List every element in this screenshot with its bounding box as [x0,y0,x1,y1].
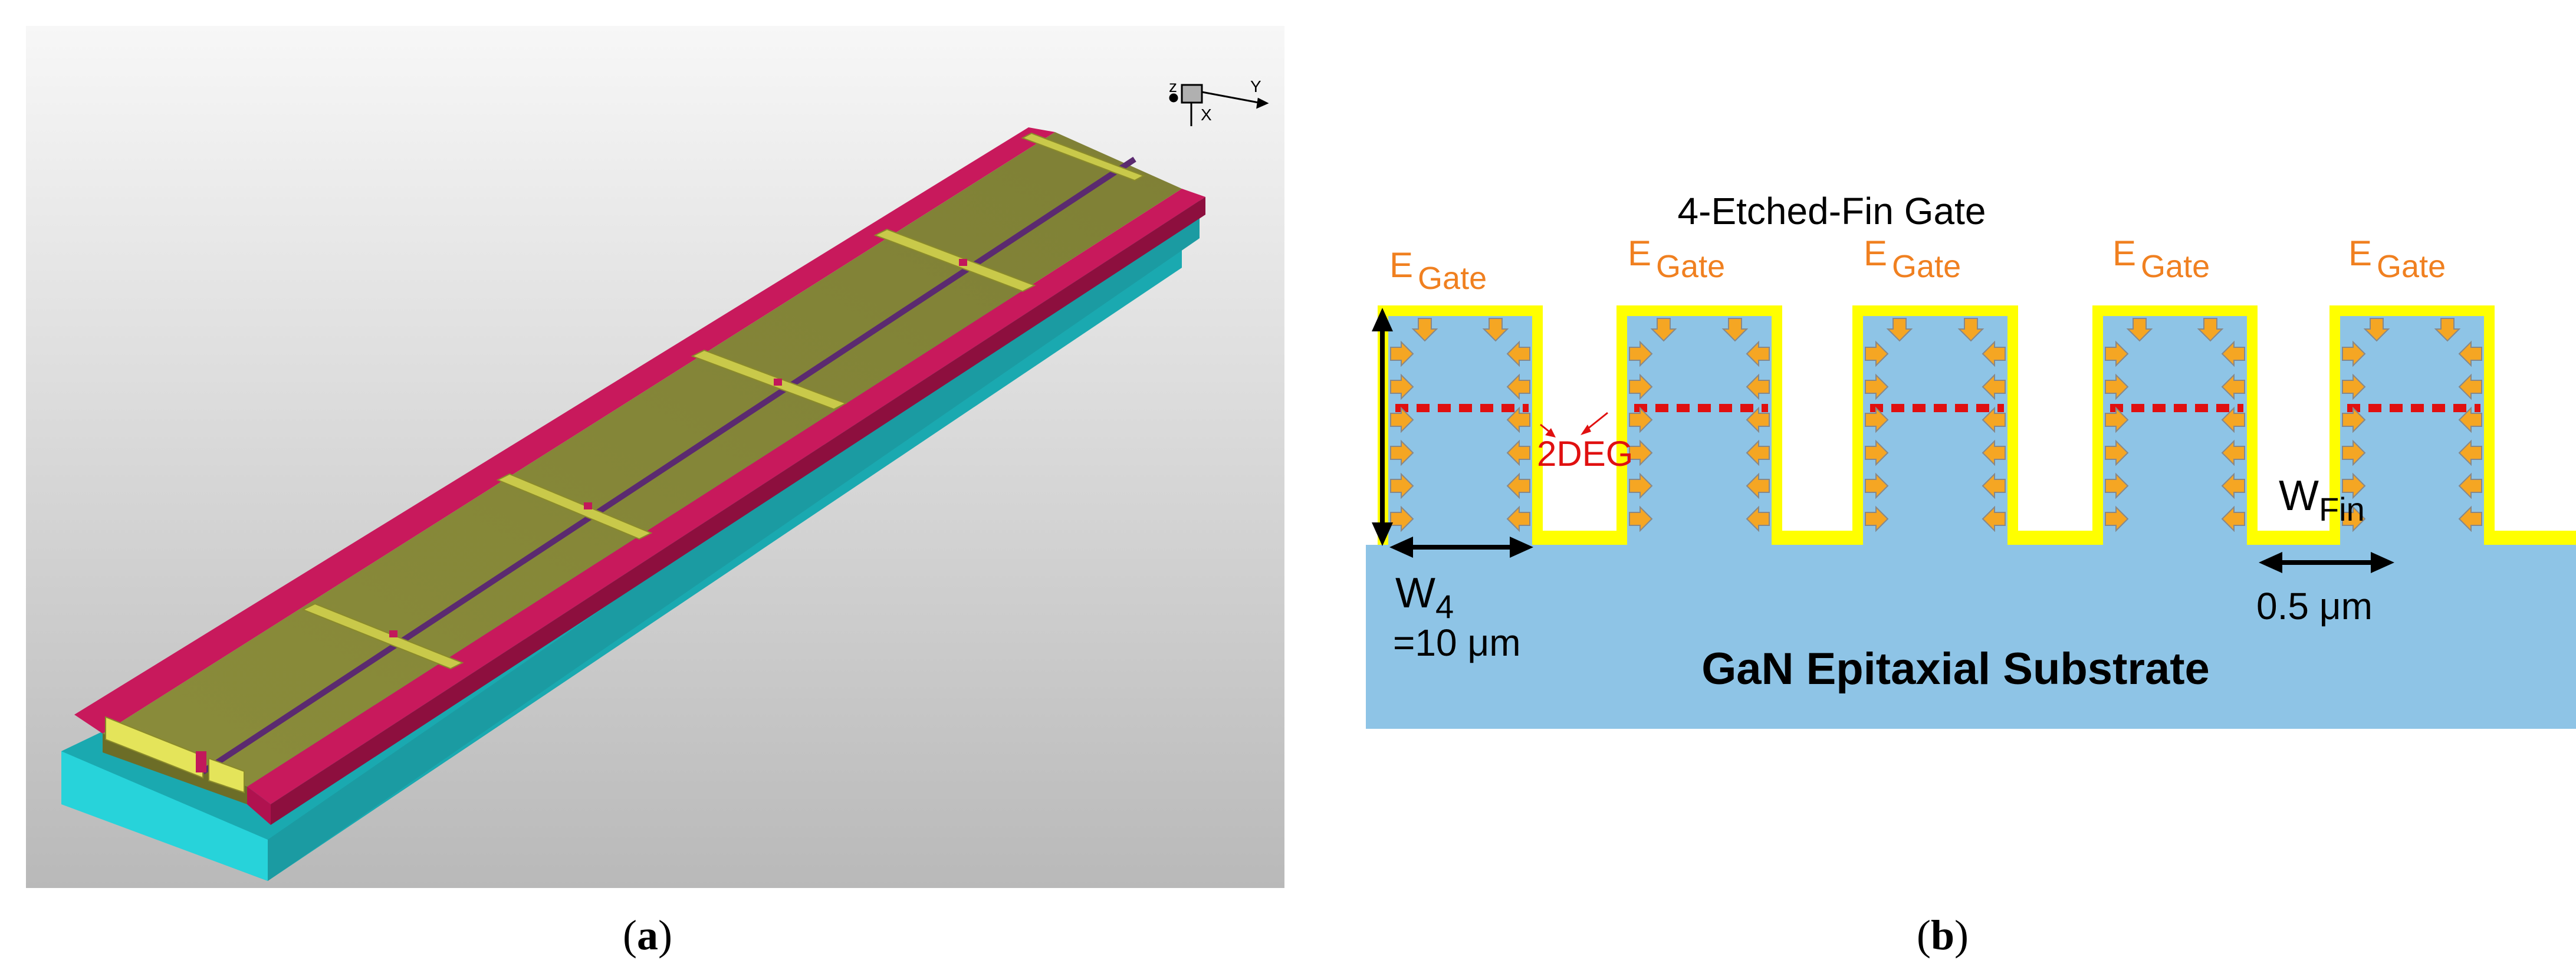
egate-label-1: E [1389,245,1413,285]
caption-a: (a) [623,912,672,959]
substrate-front [61,751,268,881]
end-cap-left [105,716,203,779]
axis-label-y: Y [1250,77,1261,96]
center-stripe [201,156,1136,775]
end-cap-right [208,757,245,794]
rail-front [247,189,1205,804]
w4-label: W4 [1395,570,1454,625]
cross-fingers [301,132,1145,670]
egate-label-2: E [1628,234,1651,273]
w4-value: =10 μm [1393,621,1521,664]
diagram-title: 4-Etched-Fin Gate [1678,190,1986,232]
twodeg-label: 2DEG [1537,434,1633,473]
axis-label-x: X [1201,106,1212,124]
h-dimension-arrow [1372,308,1393,546]
rail-front-side [271,197,1205,825]
axis-gizmo [1169,84,1269,126]
egate-label-5: E [2348,234,2372,273]
cross-finger-pads [389,259,967,637]
wfin-dimension-arrow [2259,552,2394,573]
caption-b: (b) [1917,912,1969,959]
panel-a-3d-view: z Y X [26,26,1284,888]
device-3d-render: z Y X [26,26,1284,888]
end-cap-pad [196,751,206,772]
axis-label-z: z [1169,77,1177,96]
substrate-label: GaN Epitaxial Substrate [1701,644,2210,694]
twodeg-pointers [1540,412,1608,438]
egate-label-4: E [2112,234,2136,273]
egate-label-3: E [1864,234,1887,273]
wfin-label: WFin [2279,472,2365,528]
w4-dimension-arrow [1389,537,1533,558]
wfin-value: 0.5 μm [2256,585,2373,627]
rail-front-end [247,787,271,825]
gan-substrate [1366,316,2576,729]
gate-metal-top [103,132,1182,787]
rail-back [74,127,1055,734]
